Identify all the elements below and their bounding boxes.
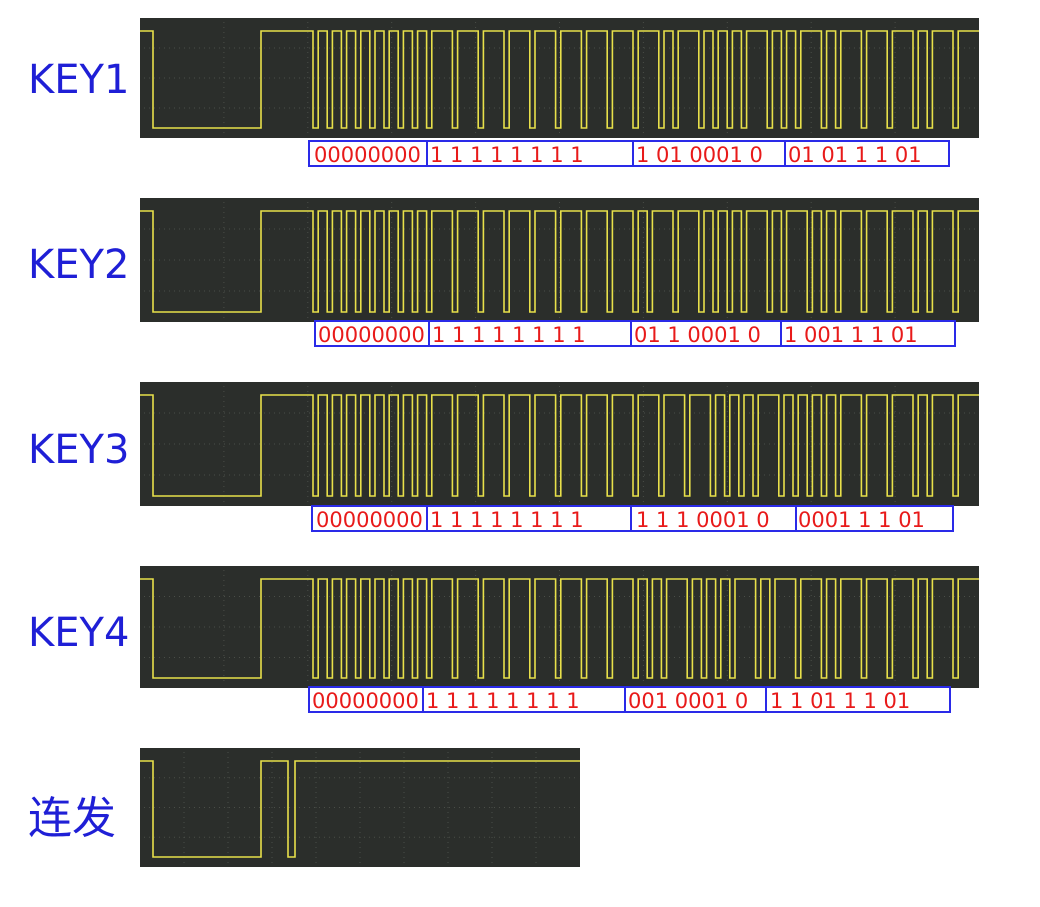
row-label-key3: KEY3	[28, 427, 129, 473]
scope-panel-key1	[140, 18, 979, 138]
bit-groups-key2: 00000000 1 1 1 1 1 1 1 1 01 1 0001 0 1 0…	[318, 323, 918, 347]
row-label-repeat: 连发	[28, 793, 116, 844]
bit-group-text: 1 01 0001 0	[636, 143, 763, 167]
signal-trace	[140, 394, 979, 497]
signal-trace	[140, 210, 979, 313]
bit-group-text: 1 1 01 1 1 01	[770, 689, 910, 713]
bit-group-boxes	[308, 140, 956, 713]
bit-group-text: 1 1 1 1 1 1 1 1	[432, 323, 586, 347]
bit-group-text: 1 1 1 1 1 1 1 1	[426, 689, 580, 713]
bit-group-text: 00000000	[312, 689, 419, 713]
scope-panel-key4	[140, 566, 979, 688]
row-label-key1: KEY1	[28, 57, 129, 103]
bit-groups-key4: 00000000 1 1 1 1 1 1 1 1 001 0001 0 1 1 …	[312, 689, 910, 713]
scope-panel-key2	[140, 198, 979, 322]
scope-panel-repeat	[140, 748, 580, 867]
bit-group-text: 1 1 1 1 1 1 1 1	[430, 143, 584, 167]
bit-groups-key1: 00000000 1 1 1 1 1 1 1 1 1 01 0001 0 01 …	[314, 143, 922, 167]
group-box	[795, 505, 954, 532]
bit-group-text: 1 1 1 0001 0	[636, 508, 770, 532]
bit-group-text: 00000000	[316, 508, 423, 532]
group-box	[780, 320, 956, 347]
bit-group-text: 00000000	[318, 323, 425, 347]
bit-groups-key3: 00000000 1 1 1 1 1 1 1 1 1 1 1 0001 0 00…	[316, 508, 925, 532]
bit-group-text: 01 01 1 1 01	[788, 143, 922, 167]
bit-group-text: 1 1 1 1 1 1 1 1	[430, 508, 584, 532]
signal-trace	[140, 578, 979, 679]
row-label-key2: KEY2	[28, 242, 129, 288]
bit-group-text: 0001 1 1 01	[798, 508, 925, 532]
bit-group-text: 1 001 1 1 01	[784, 323, 918, 347]
row-label-key4: KEY4	[28, 610, 129, 656]
scope-panels	[140, 18, 979, 867]
bit-group-text: 00000000	[314, 143, 421, 167]
signal-trace	[140, 30, 979, 129]
bit-group-text: 001 0001 0	[628, 689, 748, 713]
bit-group-text: 01 1 0001 0	[634, 323, 761, 347]
group-box	[765, 686, 951, 713]
group-box	[784, 140, 950, 167]
signal-trace	[140, 760, 580, 858]
scope-panel-key3	[140, 382, 979, 506]
